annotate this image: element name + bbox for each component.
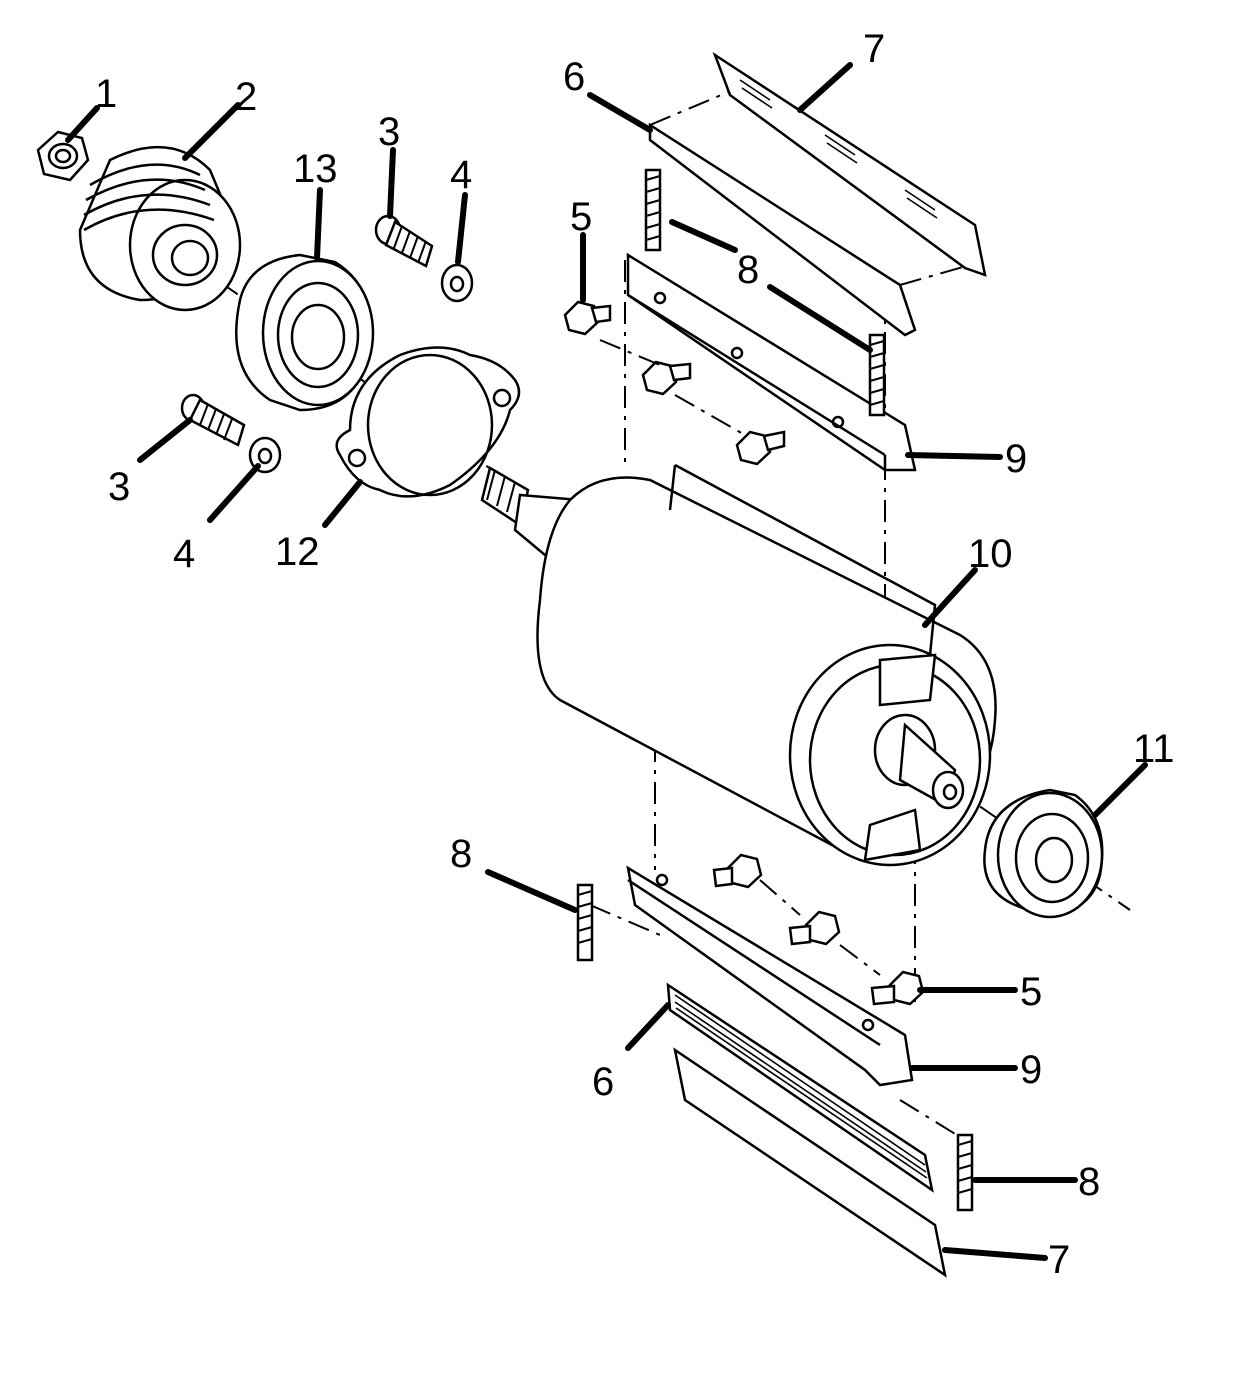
screw-upper <box>374 214 434 268</box>
pulley <box>78 145 242 312</box>
knife-bar-upper <box>626 252 917 472</box>
bolt-upper-1 <box>563 300 612 336</box>
bolt-lower-2 <box>788 910 841 946</box>
callout-4-upper: 4 <box>450 153 472 197</box>
callout-6-upper: 6 <box>563 55 585 99</box>
callout-9-upper: 9 <box>1005 437 1027 481</box>
callout-8-upper: 8 <box>737 248 759 292</box>
bolt-upper-2 <box>641 360 692 396</box>
knife-blade-upper <box>712 51 987 277</box>
washer-upper <box>440 263 474 303</box>
cutter-head <box>480 463 997 867</box>
gib-upper <box>648 122 917 337</box>
callout-13: 13 <box>293 147 338 191</box>
callout-11: 11 <box>1133 727 1175 771</box>
bolt-upper-3 <box>735 430 786 466</box>
callout-9-lower: 9 <box>1020 1048 1042 1092</box>
callout-8-left: 8 <box>450 832 472 876</box>
gib-lower <box>666 982 934 1193</box>
callout-10: 10 <box>968 532 1013 576</box>
callout-7-lower: 7 <box>1048 1238 1070 1282</box>
callout-4-lower: 4 <box>173 532 195 576</box>
bearing-upper <box>235 253 375 412</box>
leader-lines <box>65 62 1148 1261</box>
spring-lower-left <box>576 883 594 962</box>
hex-nut <box>36 130 90 182</box>
callout-7-upper: 7 <box>863 27 885 71</box>
screw-lower <box>180 393 246 447</box>
bolt-lower-1 <box>712 853 763 889</box>
bolt-lower-3 <box>870 970 925 1006</box>
spring-lower-right <box>956 1133 974 1212</box>
callout-1: 1 <box>95 72 117 116</box>
spring-upper-right <box>868 333 886 417</box>
callout-2: 2 <box>235 75 257 119</box>
callout-labels: 1 2 3 4 13 3 4 12 6 7 5 8 9 10 11 8 5 6 … <box>95 27 1175 1282</box>
callout-8-right: 8 <box>1078 1160 1100 1204</box>
gasket-plate <box>335 346 521 498</box>
callout-6-lower: 6 <box>592 1060 614 1104</box>
callout-3-lower: 3 <box>108 465 130 509</box>
knife-blade-lower <box>673 1047 947 1278</box>
knife-bar-lower <box>626 865 914 1087</box>
callout-5-lower: 5 <box>1020 970 1042 1014</box>
callout-5-upper: 5 <box>570 195 592 239</box>
callout-12: 12 <box>275 530 320 574</box>
bearing-right <box>983 788 1104 919</box>
spring-upper-left <box>644 168 662 252</box>
callout-3-upper: 3 <box>378 110 400 154</box>
